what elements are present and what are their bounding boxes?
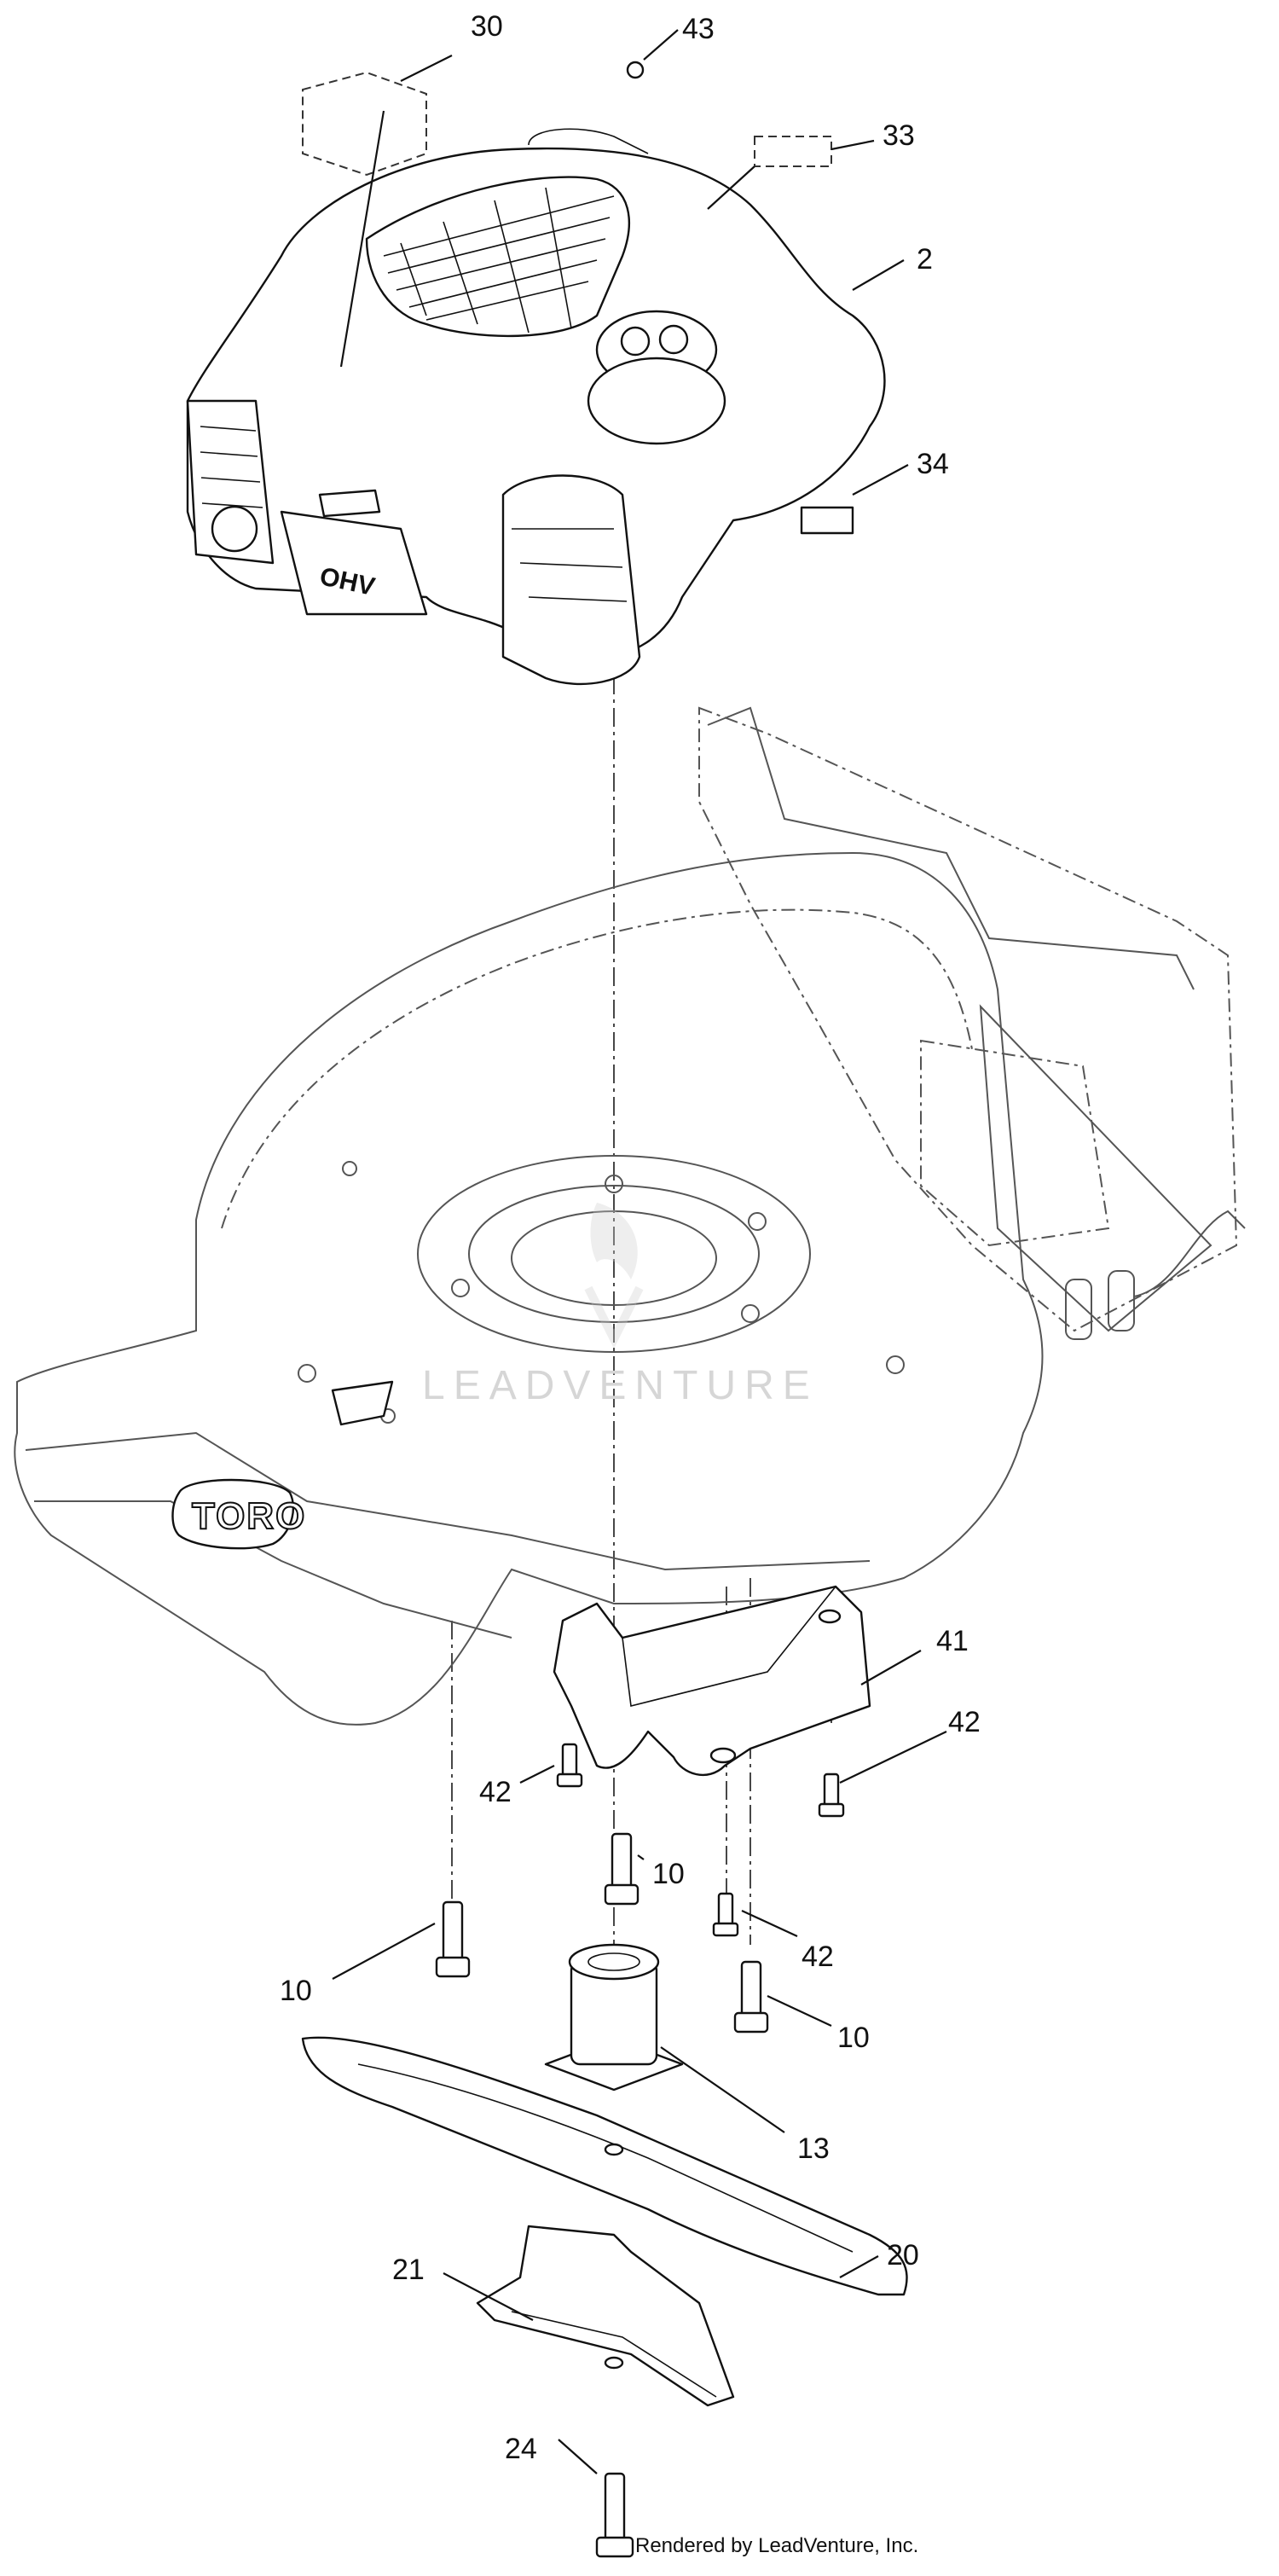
engine-grille-frame [365,176,630,338]
deck-hole-1 [605,1175,623,1193]
part-21-plate-fold [511,2311,717,2398]
part-21-plate [476,2225,735,2407]
leader-10a [332,1923,436,1980]
leader-43 [643,29,679,61]
deck-hole-6 [886,1355,905,1374]
part-41-bracket-fold [622,1586,836,1707]
part-24-blade-bolt [595,2472,634,2558]
engine: OHV [186,128,886,686]
callout-20: 20 [887,2239,919,2271]
part-20-blade-hole [604,2143,624,2156]
deck-discharge-door [920,1039,1110,1247]
engine-brand-badge [318,489,381,518]
part-13-blade-adapter [544,1943,684,2092]
engine-grille-mesh [383,187,615,334]
engine-fuel-neck [587,357,726,445]
leader-10c [767,1995,832,2027]
callout-10a: 10 [280,1975,312,2007]
decal-34 [800,506,854,535]
leader-41 [860,1650,922,1685]
deck-inner-rim [221,908,973,1229]
part-20-blade [301,2036,908,2296]
deck-brand-text: TORO [192,1495,306,1537]
engine-cap-dial-2 [658,324,689,355]
leader-24 [558,2439,598,2474]
deck-hole-5 [298,1364,316,1383]
engine-recoil-fins [200,426,263,508]
leader-2 [852,259,905,291]
callout-41: 41 [936,1625,969,1657]
decal-30 [302,71,427,177]
leader-lines [332,29,947,2474]
callout-2: 2 [917,243,933,276]
deck-spindle-opening [511,1210,717,1306]
callout-33: 33 [883,119,915,152]
centerlines [451,546,832,2064]
deck-shell-outline [14,851,1044,1726]
part-43-nut [626,61,645,79]
deck-rear-chute-outline [698,706,1238,1332]
leader-21 [443,2272,534,2321]
leader-30-target [339,110,385,368]
decal-33 [754,136,832,167]
watermark-logo [584,1203,644,1349]
part-42-bolt-right [818,1772,845,1818]
leader-13 [660,2046,785,2133]
callout-42c: 42 [802,1941,834,1973]
deck-hole-7 [342,1161,357,1176]
deck-chute-edge [707,706,1195,990]
leader-42a [519,1765,555,1784]
leader-33 [830,139,875,151]
callout-30: 30 [471,10,503,43]
part-41-bracket [553,1585,871,1777]
leader-20 [839,2255,879,2278]
leader-42c [741,1910,798,1937]
part-42-bolt-left [556,1743,583,1788]
deck-brand-plate [171,1478,295,1550]
part-10-bolt-right [733,1960,769,2034]
callout-34: 34 [917,448,949,480]
deck-front-lip [34,1500,512,1639]
callout-10c: 10 [837,2022,870,2054]
callout-24: 24 [505,2433,537,2465]
part-10-bolt-left [435,1900,471,1978]
part-21-plate-hole [604,2356,624,2370]
deck-hole-2 [748,1212,767,1231]
deck-hole-3 [451,1279,470,1297]
footer-credit: Rendered by LeadVenture, Inc. [635,2534,918,2557]
deck-baffle [331,1380,394,1426]
engine-cap-dial-1 [620,326,651,357]
deck-hole-4 [741,1304,760,1323]
callout-13: 13 [797,2132,830,2165]
watermark-text: LEADVENTURE [422,1363,819,1408]
leader-34 [852,464,909,496]
part-10-bolt-center [604,1832,640,1906]
callout-labels: 30 43 33 2 34 41 42 42 42 10 10 10 13 20… [280,10,981,2465]
part-41-hole-1 [709,1747,737,1764]
part-42-bolt-lower [712,1892,739,1937]
callout-42a: 42 [479,1776,512,1808]
deck-skirt-line [25,1431,871,1571]
engine-lift-handle [528,128,649,154]
leader-33-target [707,165,755,210]
engine-muffler-cover [501,474,641,686]
engine-muffler-ribs [512,528,628,602]
engine-recoil-knob [211,505,258,553]
mower-deck: TORO [14,706,1246,1726]
leader-30 [400,55,453,82]
callout-10b: 10 [652,1858,685,1890]
leader-42b [839,1731,947,1784]
part-41-hole-2 [818,1609,842,1624]
deck-rear-flap [979,1004,1212,1332]
deck-center-ring-inner [468,1185,760,1323]
deck-center-ring-outer [417,1155,811,1353]
engine-block [280,510,428,616]
deck-rear-hinge [1065,1210,1246,1340]
callout-42b: 42 [948,1706,981,1738]
callout-21: 21 [392,2254,425,2286]
leader-10b [637,1854,645,1860]
callout-43: 43 [682,13,715,45]
